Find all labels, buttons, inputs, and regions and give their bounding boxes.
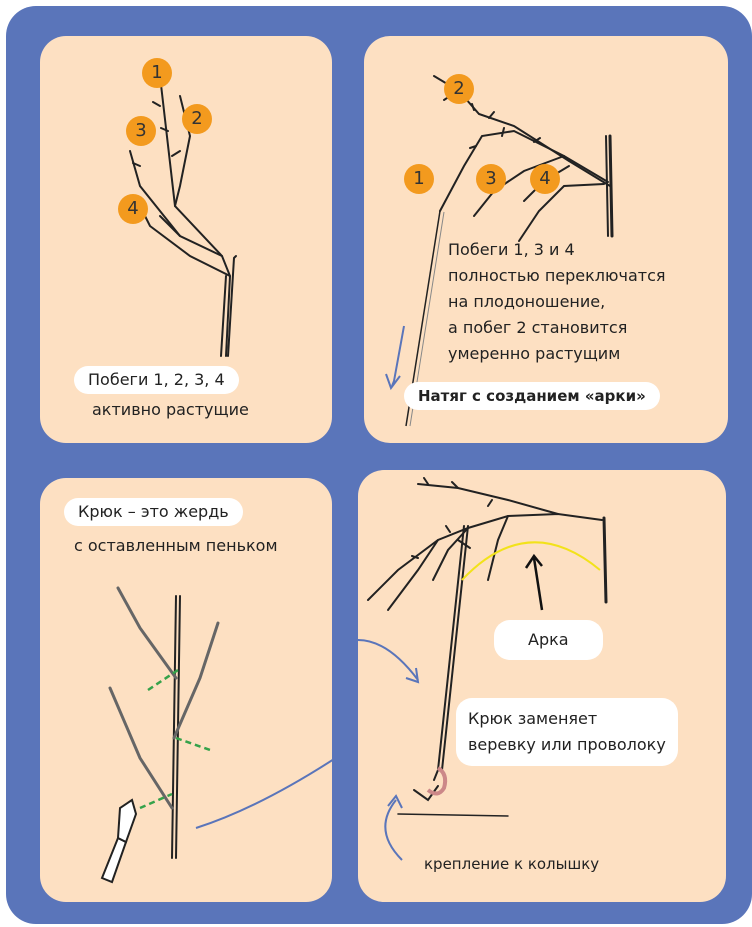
- hook-note-line-1: Крюк заменяет: [468, 706, 666, 732]
- badge-shoot-4: 4: [530, 164, 560, 194]
- pruning-knife-icon: [102, 800, 136, 882]
- hook-support-drawing: [358, 470, 726, 902]
- description-line-4: а побег 2 становится: [448, 316, 627, 340]
- method-label: Натяг с созданием «арки»: [404, 382, 660, 410]
- badge-shoot-4: 4: [118, 194, 148, 224]
- panel-active-shoots: 1 2 3 4 Побеги 1, 2, 3, 4 активно растущ…: [40, 36, 332, 443]
- description-line-5: умеренно растущим: [448, 342, 620, 366]
- badge-shoot-2: 2: [444, 74, 474, 104]
- badge-shoot-3: 3: [476, 164, 506, 194]
- panel-arch-tension: 2 1 3 4 Побеги 1, 3 и 4 полностью перекл…: [364, 36, 728, 443]
- description-line-3: на плодоношение,: [448, 290, 605, 314]
- attachment-arrow: [385, 800, 402, 860]
- hook-note: Крюк заменяет веревку или проволоку: [456, 698, 678, 766]
- panel-hook-definition: Крюк – это жердь с оставленным пеньком: [40, 478, 332, 902]
- caption-line-2: активно растущие: [92, 398, 249, 422]
- description-line-1: Побеги 1, 3 и 4: [448, 238, 575, 262]
- panel-hook-usage: Арка Крюк заменяет веревку или проволоку…: [358, 470, 726, 902]
- badge-shoot-1: 1: [404, 164, 434, 194]
- stake-label: крепление к колышку: [424, 852, 599, 876]
- badge-shoot-3: 3: [126, 116, 156, 146]
- caption-line-1: Побеги 1, 2, 3, 4: [74, 366, 239, 394]
- badge-shoot-2: 2: [182, 104, 212, 134]
- transition-arrow: [196, 698, 332, 828]
- description-line-2: полностью переключатся: [448, 264, 666, 288]
- arch-label: Арка: [494, 620, 603, 660]
- badge-shoot-1: 1: [142, 58, 172, 88]
- hook-note-line-2: веревку или проволоку: [468, 732, 666, 758]
- branch-and-knife-drawing: [40, 478, 332, 902]
